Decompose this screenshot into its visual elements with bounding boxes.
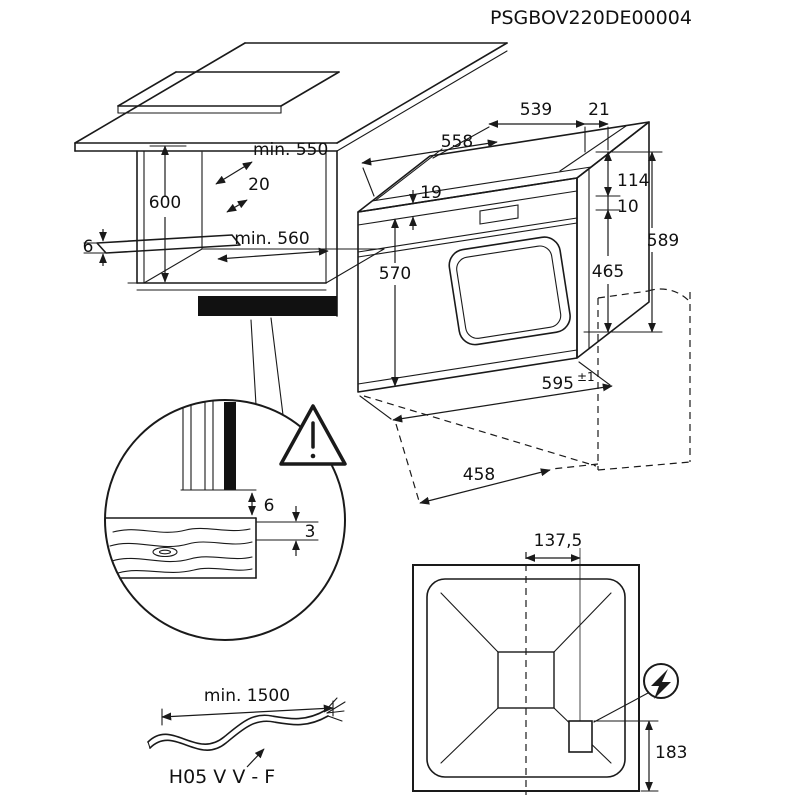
installation-detail-circle: 6 3 xyxy=(104,399,347,641)
dim-door-thickness: 21 xyxy=(588,100,610,120)
ventilation-gap-bar xyxy=(198,296,337,316)
electric-connection-icon xyxy=(593,663,679,723)
warning-triangle-icon xyxy=(279,404,347,466)
rear-gap-bar xyxy=(224,402,236,490)
cable-type-label: H05 V V - F xyxy=(169,766,275,788)
part-number: PSGBOV220DE00004 xyxy=(490,7,692,29)
dim-front-width: 595 xyxy=(542,374,574,394)
dim-body-width: 558 xyxy=(441,132,473,152)
dim-mid-gap: 10 xyxy=(617,197,639,217)
dim-front-height: 570 xyxy=(379,264,411,284)
dim-door-clearance: 458 xyxy=(463,465,495,485)
oven-door-window xyxy=(448,236,571,346)
cabinet-niche-drawing: 600 6 min. 550 20 min. 560 xyxy=(74,42,508,416)
dim-niche-height: 600 xyxy=(149,193,181,213)
dim-door-height: 465 xyxy=(592,262,624,282)
dim-niche-depth: min. 550 xyxy=(253,140,328,160)
mains-junction-box xyxy=(568,720,593,753)
oven-drawing: 558 539 21 19 570 114 10 465 589 xyxy=(357,100,691,505)
dim-cable-length: min. 1500 xyxy=(204,686,290,706)
oven-rear-view-drawing: 137,5 183 xyxy=(412,531,687,795)
dim-total-height: 589 xyxy=(647,231,679,251)
power-cable-drawing: min. 1500 H05 V V - F xyxy=(147,686,346,788)
dim-niche-width: min. 560 xyxy=(234,229,309,249)
dim-front-width-tolerance: ±1 xyxy=(577,370,595,384)
dim-detail-upper-gap: 6 xyxy=(264,496,275,516)
dim-body-depth: 539 xyxy=(520,100,552,120)
dim-upper-section: 114 xyxy=(617,171,649,191)
dim-connection-height: 183 xyxy=(655,743,687,763)
dim-connection-offset: 137,5 xyxy=(534,531,583,551)
dim-rear-gap: 20 xyxy=(248,175,270,195)
dim-strip-thickness: 6 xyxy=(83,237,94,257)
dim-detail-lower-gap: 3 xyxy=(305,522,316,542)
dim-top-trim: 19 xyxy=(420,183,442,203)
